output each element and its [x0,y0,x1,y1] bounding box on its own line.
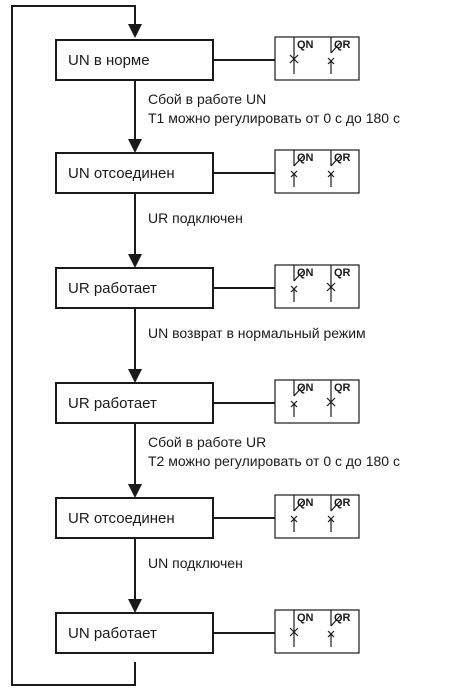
qn-label: QN [297,612,314,624]
state-label: UN в норме [68,52,150,69]
state-3: UR работает QN QR [55,379,360,424]
switch-blade-qn [293,500,304,512]
state-box [55,39,214,81]
switch-panel-frame [274,264,360,309]
qn-label: QN [297,152,314,164]
transition-label: Сбой в работе UR [148,434,266,450]
qr-label: QR [334,382,351,394]
state-label: UN отсоединен [68,165,175,182]
state-label: UN работает [68,625,157,642]
switch-blade-qn [293,155,304,167]
switch-blade-qr [330,615,341,627]
switch-blade-qr [330,155,341,167]
switch-panel-frame [274,379,360,424]
qn-label: QN [297,497,314,509]
state-4: UR отсоединен QN QR [55,494,360,539]
state-2: UR работает QN QR [55,264,360,309]
qr-label: QR [334,497,351,509]
transitions-layer: Сбой в работе UN T1 можно регулировать от… [128,80,400,613]
switch-contact-mark [290,515,298,523]
state-1: UN отсоединен QN QR [55,149,360,194]
state-box [55,382,214,424]
transition-label: Сбой в работе UN [148,91,266,107]
switch-contact-mark [327,170,335,178]
switch-panel: QN QR [274,36,360,81]
switch-panel: QN QR [274,149,360,194]
switch-blade-qn [293,270,304,282]
loop-back-arrowhead [128,24,142,38]
switch-contact-mark [327,57,335,65]
state-0: UN в норме QN QR [55,36,360,81]
switch-panel-frame [274,149,360,194]
switch-contact-mark [290,170,298,178]
switch-panel: QN QR [274,264,360,309]
transition-arrowhead [128,254,142,268]
switch-contact-mark [289,54,299,64]
switch-blade-qr [330,42,341,54]
transition-1: UR подключен [128,193,243,268]
switch-contact-mark [290,285,298,293]
transition-2: UN возврат в нормальный режим [128,308,366,383]
state-box [55,267,214,309]
loop-back-line [11,5,136,686]
transition-0: Сбой в работе UN T1 можно регулировать от… [128,80,400,153]
switch-panel: QN QR [274,379,360,424]
switch-panel: QN QR [274,609,360,654]
state-label: UR работает [68,395,157,412]
switch-panel: QN QR [274,494,360,539]
qr-label: QR [334,152,351,164]
state-box [55,612,214,654]
switch-panel-frame [274,609,360,654]
switch-panel-frame [274,494,360,539]
transition-label: T2 можно регулировать от 0 с до 180 с [148,453,400,469]
state-label: UR отсоединен [68,510,175,527]
switch-contact-mark [327,630,335,638]
qr-label: QR [334,39,351,51]
switch-contact-mark [289,627,299,637]
switch-blade-qr [330,500,341,512]
qr-label: QR [334,612,351,624]
switch-contact-mark [327,515,335,523]
qn-label: QN [297,39,314,51]
transition-label: UN возврат в нормальный режим [148,325,366,341]
transition-arrowhead [128,599,142,613]
state-label: UR работает [68,280,157,297]
transition-arrowhead [128,369,142,383]
transition-label: T1 можно регулировать от 0 с до 180 с [148,110,400,126]
qn-label: QN [297,382,314,394]
qr-label: QR [334,267,351,279]
transition-label: UR подключен [148,210,243,226]
transition-4: UN подключен [128,538,243,613]
state-5: UN работает QN QR [55,609,360,654]
transition-label: UN подключен [148,555,243,571]
switch-contact-mark [326,397,336,407]
switch-blade-qn [293,385,304,397]
qn-label: QN [297,267,314,279]
transition-arrowhead [128,139,142,153]
switch-contact-mark [326,282,336,292]
switch-panel-frame [274,36,360,81]
switch-contact-mark [290,400,298,408]
transition-3: Сбой в работе UR T2 можно регулировать от… [128,423,400,498]
transition-arrowhead [128,484,142,498]
